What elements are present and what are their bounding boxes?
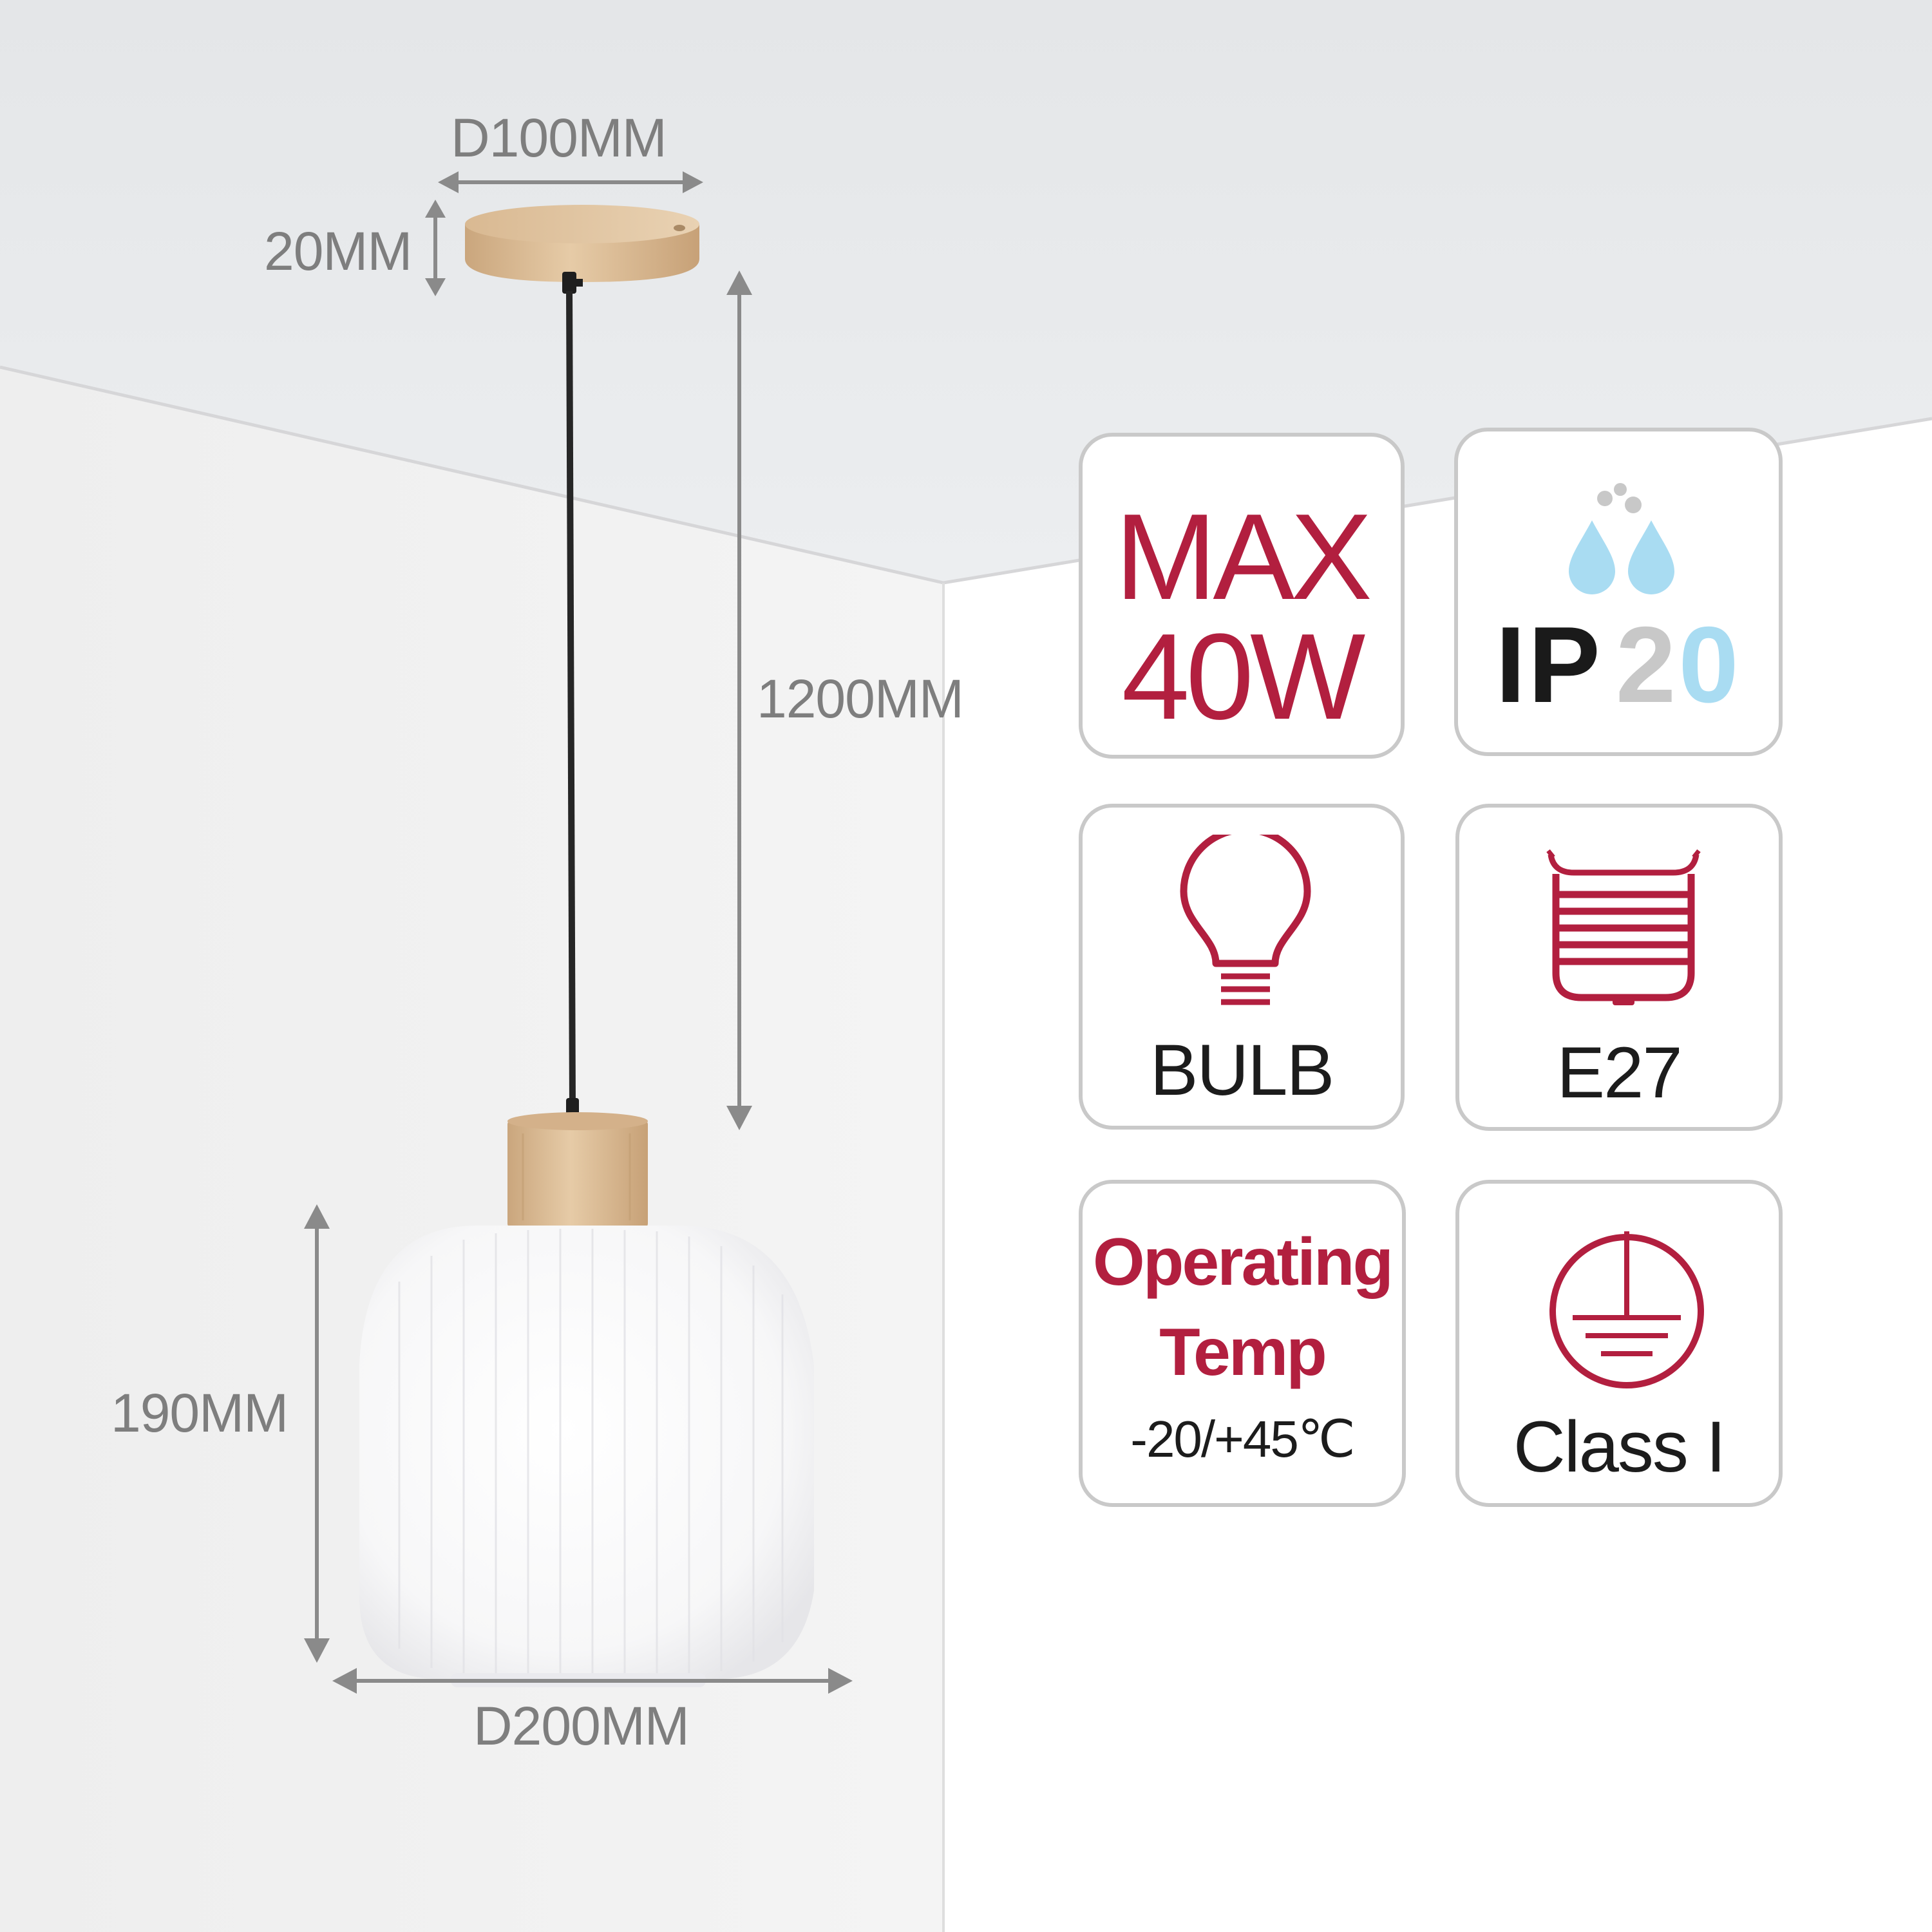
- class-one-card: Class I: [1455, 1180, 1783, 1507]
- ip-first-digit: 2: [1615, 604, 1679, 725]
- max-wattage-card: MAX 40W: [1079, 433, 1405, 759]
- canopy-height-label: 20MM: [264, 221, 412, 281]
- left-wall: [0, 367, 943, 1932]
- right-wall: [943, 419, 1932, 1932]
- ceiling-canopy: [465, 205, 699, 282]
- light-bulb-icon: [1180, 835, 1311, 1005]
- canopy-diameter-label: D100MM: [451, 108, 667, 168]
- shade-height-label: 190MM: [111, 1383, 289, 1443]
- bulb-label: BULB: [1150, 1030, 1335, 1110]
- temp-label: Temp: [1159, 1315, 1327, 1390]
- water-drops-icon: [1569, 483, 1674, 594]
- ceiling: [0, 0, 1932, 583]
- max-label: MAX: [1115, 489, 1372, 625]
- bulb-card: BULB: [1079, 804, 1405, 1130]
- ip-prefix: IP: [1495, 604, 1603, 725]
- wood-lampholder: [507, 1112, 648, 1227]
- e27-base-card: E27: [1455, 804, 1783, 1131]
- dimension-arrows: [304, 171, 853, 1694]
- ip-second-digit: 0: [1678, 604, 1741, 725]
- wattage-value: 40W: [1121, 609, 1366, 745]
- shade-diameter-label: D200MM: [473, 1696, 690, 1756]
- cable-length-label: 1200MM: [757, 668, 964, 729]
- operating-label: Operating: [1092, 1225, 1394, 1300]
- ribbed-glass-shade: [359, 1226, 814, 1687]
- class-label: Class I: [1513, 1406, 1726, 1487]
- temp-range: -20/+45℃: [1130, 1410, 1355, 1468]
- e27-label: E27: [1557, 1032, 1682, 1113]
- earth-ground-icon: [1549, 1231, 1704, 1388]
- operating-temp-card: Operating Temp -20/+45℃: [1079, 1180, 1406, 1507]
- e27-socket-icon: [1546, 849, 1701, 1005]
